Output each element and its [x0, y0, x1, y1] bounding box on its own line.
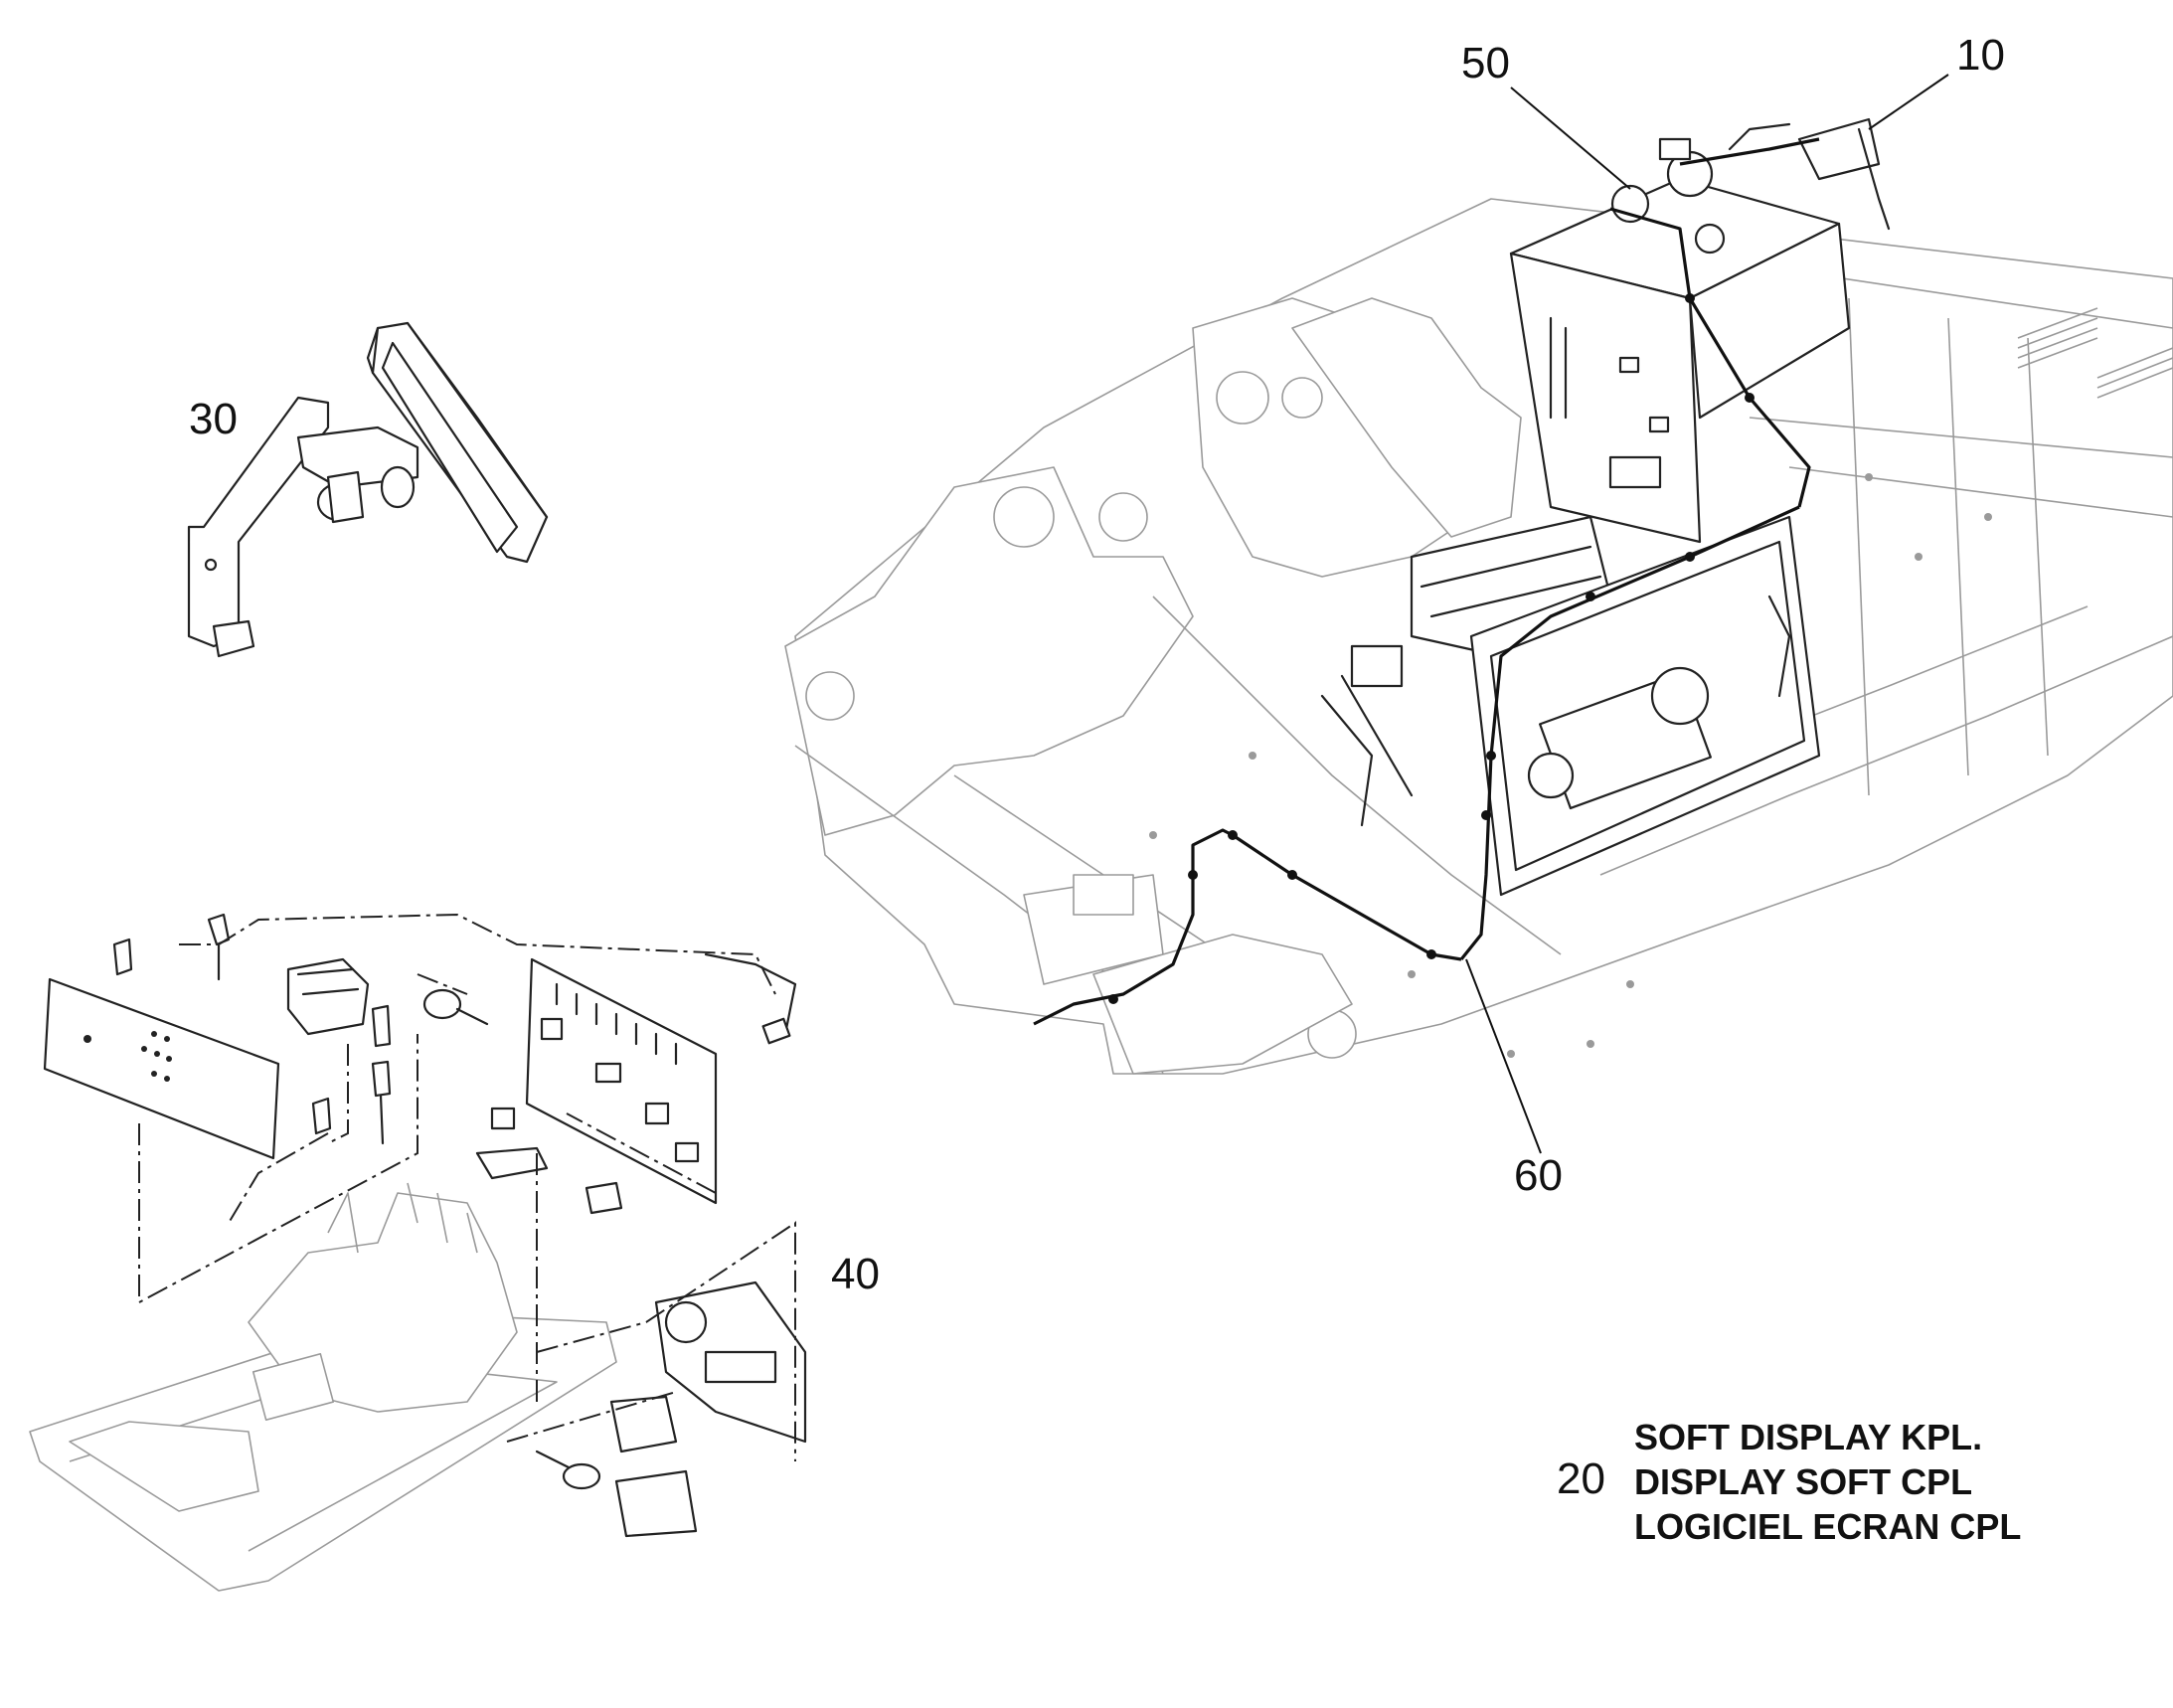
electronic-box-frame	[1469, 515, 1821, 897]
callout-60: 60	[1514, 1151, 1563, 1200]
part-note-line-de: SOFT DISPLAY KPL.	[1634, 1417, 1982, 1457]
callout-40: 40	[831, 1250, 880, 1298]
part-note-line-en: DISPLAY SOFT CPL	[1634, 1461, 1972, 1502]
callout-20: 20	[1557, 1454, 1605, 1503]
wiring-harness-60	[1033, 137, 1820, 1026]
display-unit-30	[187, 321, 549, 658]
part-note-line-fr: LOGICIEL ECRAN CPL	[1634, 1506, 2021, 1547]
callout-30: 30	[189, 395, 238, 443]
part-note: SOFT DISPLAY KPL. DISPLAY SOFT CPL LOGIC…	[1634, 1417, 2021, 1547]
callout-50: 50	[1461, 39, 1510, 87]
callout-10: 10	[1956, 31, 2005, 80]
cab-box	[1509, 117, 1891, 544]
leader-lines	[1465, 74, 1949, 1154]
console-assembly-40	[29, 913, 807, 1592]
